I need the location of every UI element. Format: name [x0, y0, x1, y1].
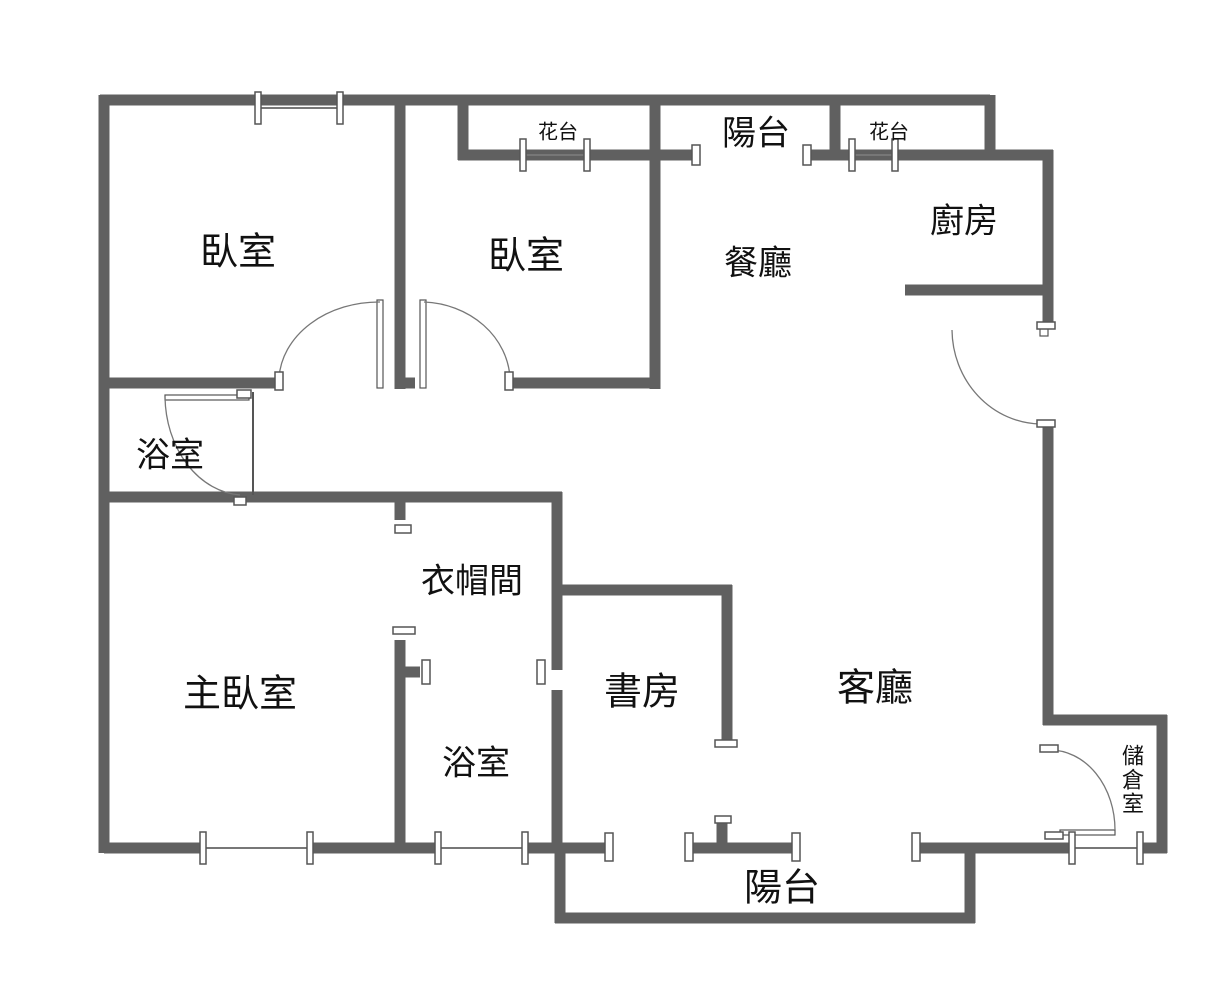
window-jamb [336, 91, 344, 125]
window-jamb [199, 831, 207, 865]
door-jamb [1036, 419, 1056, 428]
door-jamb [536, 659, 546, 685]
door-jamb [394, 524, 412, 534]
door-swing-arc [951, 329, 1041, 425]
windows [199, 91, 1144, 865]
door-swing-arc [1049, 749, 1116, 831]
window-jamb [891, 138, 899, 172]
window-jamb [848, 138, 856, 172]
door-jamb [236, 389, 252, 399]
window-jamb [519, 138, 527, 172]
door-jamb [691, 144, 701, 166]
door-jamb [274, 371, 284, 391]
door-jamb [233, 496, 247, 506]
room-label-planter-left: 花台 [538, 119, 578, 144]
window-jamb [1136, 831, 1144, 865]
door-jamb [1036, 321, 1056, 330]
room-label-kitchen: 廚房 [930, 201, 998, 242]
room-label-living: 客廳 [836, 665, 914, 710]
room-label-storage: 儲倉室 [1118, 744, 1143, 816]
door-swing-arc [423, 301, 511, 379]
door-jamb [714, 815, 732, 824]
door-jamb [504, 371, 514, 391]
door-jamb [714, 739, 738, 748]
door-jamb [911, 832, 921, 862]
room-label-master-bedroom: 主臥室 [182, 671, 298, 716]
door-jamb [421, 659, 431, 685]
room-label-balcony-bottom: 陽台 [743, 865, 821, 910]
room-label-planter-right: 花台 [869, 119, 909, 144]
door-leaf [376, 299, 384, 389]
door-jamb [791, 832, 801, 862]
room-label-walk-in-closet: 衣帽間 [421, 561, 523, 602]
door-swings [164, 299, 1116, 836]
door-swing-arc [278, 301, 381, 379]
room-label-bath-1: 浴室 [136, 435, 204, 476]
door-jamb [1044, 831, 1064, 840]
window-jamb [434, 831, 442, 865]
room-label-bedroom-2: 臥室 [487, 233, 565, 278]
door-jamb [392, 626, 416, 635]
door-jamb [1039, 744, 1059, 753]
door-jamb [684, 832, 694, 862]
door-jamb [604, 832, 614, 862]
door-leaf [419, 299, 427, 389]
room-label-study: 書房 [603, 669, 681, 714]
room-label-balcony-top: 陽台 [722, 113, 790, 154]
room-label-dining: 餐廳 [724, 243, 792, 284]
door-swing-arc [164, 396, 241, 496]
room-label-bath-2: 浴室 [442, 743, 510, 784]
room-label-bedroom-1: 臥室 [199, 229, 277, 274]
door-jamb [802, 144, 812, 166]
window-jamb [521, 831, 529, 865]
window-jamb [583, 138, 591, 172]
window-jamb [306, 831, 314, 865]
walls [98, 94, 1168, 924]
window-jamb [254, 91, 262, 125]
window-jamb [1068, 831, 1076, 865]
